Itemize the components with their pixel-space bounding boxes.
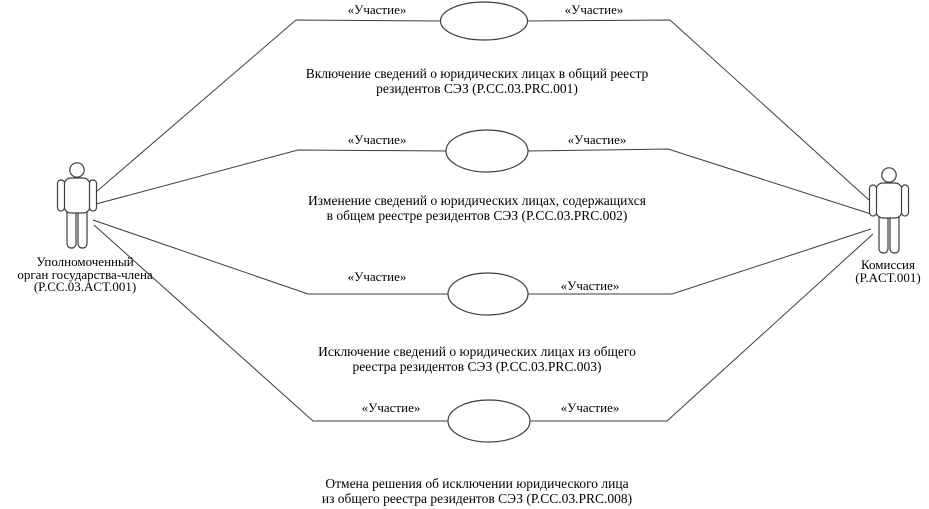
actor-head-icon [881, 167, 897, 183]
stereotype-uc1-right: «Участие» [564, 2, 624, 17]
actor-left-label-line1: Уполномоченный [36, 254, 134, 269]
use-case-2-label-line1: Изменение сведений о юридических лицах, … [308, 193, 646, 208]
use-case-1-label-line1: Включение сведений о юридических лицах в… [305, 66, 649, 81]
actor-left-label-line3: (P.CC.03.ACT.001) [33, 279, 137, 295]
use-case-2-label: Изменение сведений о юридических лицах, … [308, 193, 646, 223]
use-case-1-label: Включение сведений о юридических лицах в… [306, 66, 649, 96]
actor-arm-icon [56, 179, 66, 212]
stereotype-uc3-right: «Участие» [560, 278, 620, 293]
stereotype-uc2-right: «Участие» [567, 132, 627, 147]
use-case-3-label-line2: реестра резидентов СЭЗ (P.CC.03.PRC.003) [352, 359, 602, 374]
association-right-uc1 [526, 19, 870, 201]
actor-leg-icon [66, 207, 77, 249]
association-left-uc1 [95, 19, 442, 193]
association-left-uc2 [95, 149, 447, 205]
stereotype-uc3-left: «Участие» [347, 269, 407, 284]
actor-arm-icon [900, 184, 910, 217]
actor-right-label: Комиссия (P.ACT.001) [855, 257, 921, 285]
actor-left-label: Уполномоченный орган государства-члена (… [17, 254, 153, 295]
actor-leg-icon [878, 212, 889, 254]
use-case-ellipse-1 [439, 1, 529, 41]
association-left-uc4 [93, 224, 448, 422]
actor-right-label-line1: Комиссия [861, 257, 915, 272]
stereotype-uc1-left: «Участие» [347, 2, 407, 17]
use-case-3-label: Исключение сведений о юридических лицах … [318, 344, 636, 374]
stereotype-uc2-left: «Участие» [347, 132, 407, 147]
association-right-uc2 [527, 148, 872, 215]
association-right-uc3 [528, 228, 872, 295]
use-case-ellipse-4 [447, 399, 531, 443]
actor-right-figure [868, 167, 910, 254]
actor-torso-icon [875, 182, 903, 219]
use-case-ellipse-3 [447, 272, 529, 316]
actor-arm-icon [88, 179, 98, 212]
use-case-4-label: Отмена решения об исключении юридическог… [322, 476, 632, 506]
actor-head-icon [69, 162, 85, 178]
actor-left-figure [56, 162, 98, 249]
use-case-1-label-line2: резидентов СЭЗ (P.CC.03.PRC.001) [376, 81, 578, 96]
use-case-3-label-line1: Исключение сведений о юридических лицах … [318, 344, 636, 359]
actor-leg-icon [889, 212, 900, 254]
use-case-2-label-line2: в общем реестре резидентов СЭЗ (P.CC.03.… [326, 208, 628, 223]
actor-torso-icon [63, 177, 91, 214]
use-case-4-label-line2: из общего реестра резидентов СЭЗ (P.CC.0… [321, 491, 633, 506]
stereotype-uc4-left: «Участие» [361, 400, 421, 415]
actor-left-label-line2: орган государства-члена [17, 266, 153, 282]
association-right-uc4 [530, 233, 874, 422]
association-left-uc3 [92, 219, 448, 295]
actor-arm-icon [868, 184, 878, 217]
actor-right-label-line2: (P.ACT.001) [855, 269, 921, 285]
use-case-4-label-line1: Отмена решения об исключении юридическог… [325, 476, 629, 491]
stereotype-uc4-right: «Участие» [560, 400, 620, 415]
use-case-ellipse-2 [445, 129, 529, 173]
actor-leg-icon [77, 207, 88, 249]
